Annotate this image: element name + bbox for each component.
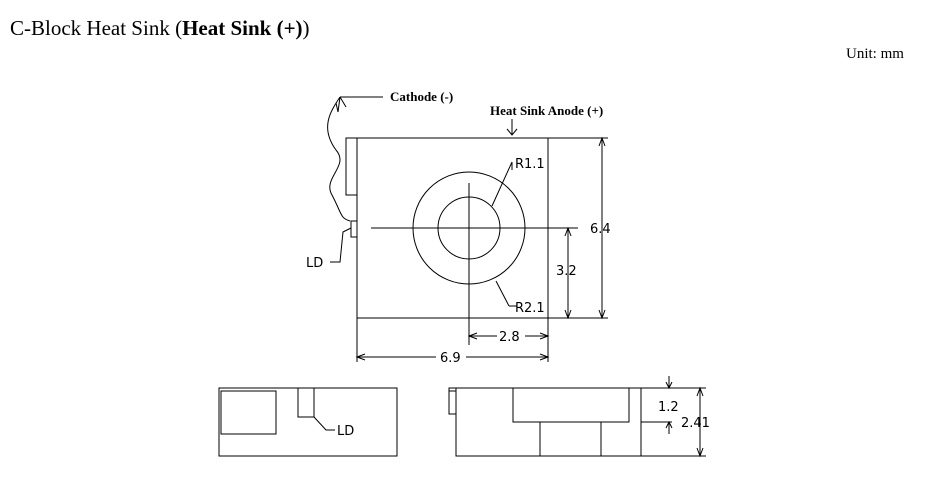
title-bold: Heat Sink (+) <box>182 16 303 40</box>
side-step <box>512 388 630 423</box>
height-arrows <box>598 136 606 320</box>
outer-radius-label: R2.1 <box>515 301 545 316</box>
front-ld-slot <box>297 388 315 418</box>
inner-radius-label: R1.1 <box>515 157 545 172</box>
r2-leader <box>495 280 510 307</box>
page-title: C-Block Heat Sink (Heat Sink (+)) <box>10 16 310 41</box>
width-label: 6.9 <box>440 351 461 366</box>
step-arrowhead-bottom <box>665 420 673 429</box>
cathode-strip <box>345 137 358 196</box>
top-view <box>327 96 608 362</box>
cathode-wire-end <box>335 96 347 113</box>
cathode-label: Cathode (-) <box>390 89 453 104</box>
r1-leader <box>491 161 513 207</box>
unit-label: Unit: mm <box>846 46 904 62</box>
side-ld-tab <box>448 387 457 415</box>
anode-arrow-head <box>506 128 518 136</box>
total-arrows <box>696 386 704 458</box>
width-arrows <box>355 353 550 361</box>
front-body-outline <box>218 387 398 457</box>
front-window <box>220 390 277 435</box>
ld-side-leader <box>313 416 335 431</box>
title-suffix: ) <box>302 16 310 40</box>
total-height-label: 2.41 <box>681 416 710 431</box>
anode-label: Heat Sink Anode (+) <box>490 103 603 118</box>
ld-top-label: LD <box>306 256 323 271</box>
step-arrowhead-top <box>665 381 673 390</box>
height-label: 6.4 <box>590 222 611 237</box>
front-view <box>218 387 398 457</box>
ld-chip <box>350 220 358 238</box>
half-height-label: 3.2 <box>556 264 577 279</box>
half-height-arrows <box>564 226 572 320</box>
ld-side-label: LD <box>337 424 354 439</box>
ld-top-leader <box>330 227 352 263</box>
step-height-label: 1.2 <box>658 400 679 415</box>
cathode-wire <box>327 96 351 222</box>
side-view <box>448 376 706 458</box>
offset-label: 2.8 <box>499 330 520 345</box>
title-prefix: C-Block Heat Sink ( <box>10 16 183 40</box>
offset-arrows <box>467 332 550 340</box>
